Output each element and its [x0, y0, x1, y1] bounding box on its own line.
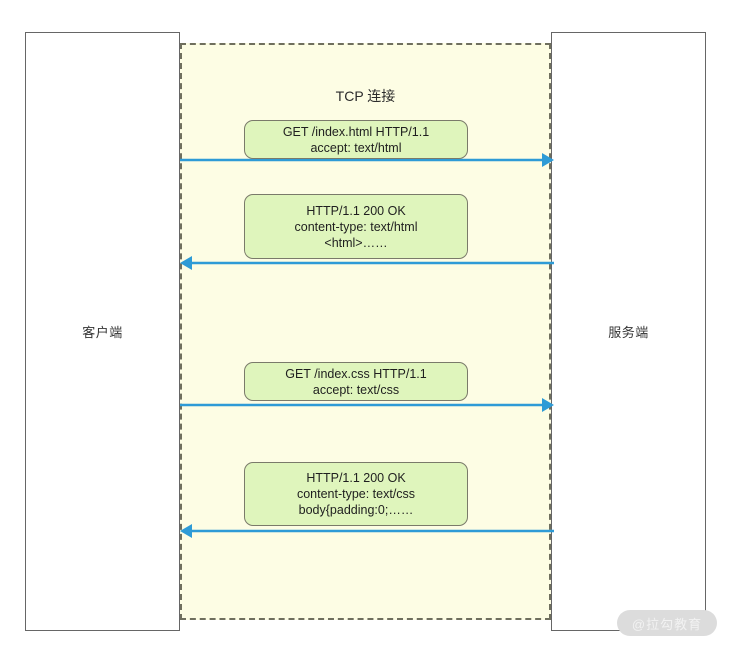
- message-line: accept: text/html: [310, 140, 402, 155]
- message-line: content-type: text/html: [294, 219, 418, 234]
- message-arrow-1[interactable]: [176, 150, 558, 170]
- message-arrow-2[interactable]: [176, 253, 558, 273]
- message-arrow-3[interactable]: [176, 395, 558, 415]
- participant-client[interactable]: 客户端: [25, 32, 180, 631]
- tcp-connection-label: TCP 连接: [335, 88, 396, 104]
- message-line: HTTP/1.1 200 OK: [306, 471, 406, 485]
- participant-server[interactable]: 服务端: [551, 32, 706, 631]
- message-line: GET /index.css HTTP/1.1: [285, 366, 427, 381]
- participant-server-label: 服务端: [608, 325, 649, 340]
- message-box-response-html[interactable]: HTTP/1.1 200 OK content-type: text/html …: [244, 194, 468, 259]
- message-line: HTTP/1.1 200 OK: [306, 203, 406, 218]
- participant-client-label: 客户端: [82, 325, 123, 340]
- message-line: GET /index.html HTTP/1.1: [282, 124, 430, 139]
- message-line: accept: text/css: [312, 382, 400, 397]
- message-box-request-html[interactable]: GET /index.html HTTP/1.1 accept: text/ht…: [244, 120, 468, 159]
- message-line: content-type: text/css: [296, 487, 416, 501]
- message-line: body{padding:0;……: [298, 503, 414, 517]
- watermark: @拉勾教育: [617, 610, 717, 636]
- message-line: <html>……: [324, 235, 388, 250]
- message-box-request-css[interactable]: GET /index.css HTTP/1.1 accept: text/css: [244, 362, 468, 401]
- message-box-response-css[interactable]: HTTP/1.1 200 OK content-type: text/css b…: [244, 462, 468, 526]
- message-arrow-4[interactable]: [176, 521, 558, 541]
